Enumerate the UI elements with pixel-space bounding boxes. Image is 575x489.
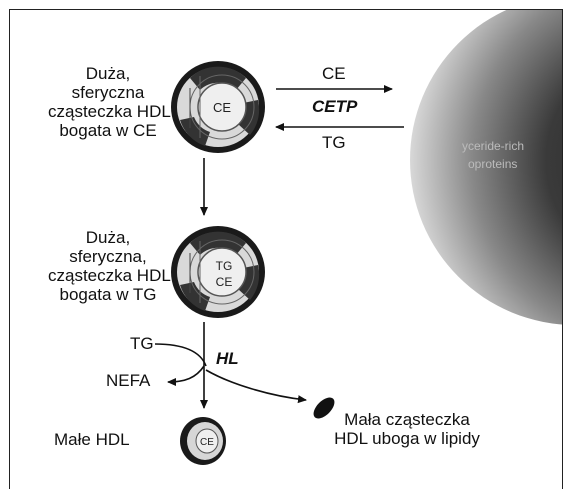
label-cetp: CETP (312, 97, 357, 116)
label-large-hdl-ce: Duża, sferyczna cząsteczka HDL bogata w … (48, 64, 168, 140)
label-line: cząsteczka HDL (48, 102, 168, 121)
label-hl: HL (216, 349, 239, 368)
label-line: bogata w TG (48, 285, 168, 304)
label-line: Duża, (48, 228, 168, 247)
particle-label-ce-2: CE (216, 275, 233, 289)
label-line: Duża, (48, 64, 168, 83)
label-line: sferyczna, (48, 247, 168, 266)
label-tg-in: TG (130, 334, 154, 353)
label-ce-transfer: CE (322, 64, 346, 83)
nefa-arrow (168, 366, 204, 382)
label-tg-transfer: TG (322, 133, 346, 152)
particle-label-tg: TG (216, 259, 233, 273)
particle-label-ce: CE (213, 100, 231, 115)
tg-curve (155, 344, 206, 366)
particle-label-ce-small: CE (200, 437, 214, 448)
label-large-hdl-tg: Duża, sferyczna, cząsteczka HDL bogata w… (48, 228, 168, 304)
label-line: Mała cząsteczka (322, 410, 492, 429)
label-line: cząsteczka HDL (48, 266, 168, 285)
trl-text-line1: yceride-rich (462, 139, 524, 153)
label-lipid-poor-hdl: Mała cząsteczka HDL uboga w lipidy (322, 410, 492, 448)
label-line: bogata w CE (48, 121, 168, 140)
label-line: sferyczna (48, 83, 168, 102)
label-small-hdl: Małe HDL (54, 430, 130, 449)
label-line: HDL uboga w lipidy (322, 429, 492, 448)
label-nefa: NEFA (106, 371, 150, 390)
lipid-poor-arrow (206, 370, 306, 400)
trl-text-line2: oproteins (468, 157, 517, 171)
